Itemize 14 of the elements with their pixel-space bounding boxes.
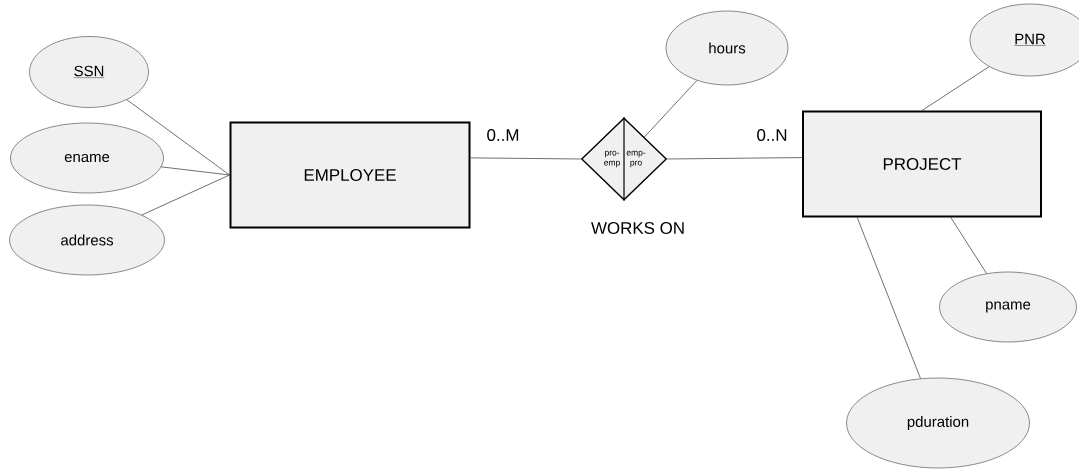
connector-line <box>950 217 987 274</box>
entity-box: EMPLOYEE <box>229 121 471 229</box>
connector-line <box>644 80 698 138</box>
cardinality-label: 0..N <box>755 128 789 142</box>
connector-line <box>921 66 990 111</box>
connector-line <box>856 217 921 379</box>
entity-box: PROJECT <box>802 110 1042 218</box>
connector-line <box>161 166 230 176</box>
cardinality-label: 0..M <box>485 128 521 142</box>
connector-line <box>141 174 230 216</box>
relationship-name: WORKS ON <box>591 222 684 234</box>
connector-line <box>126 99 230 176</box>
connector-line <box>666 157 803 160</box>
connector-line <box>470 157 582 160</box>
